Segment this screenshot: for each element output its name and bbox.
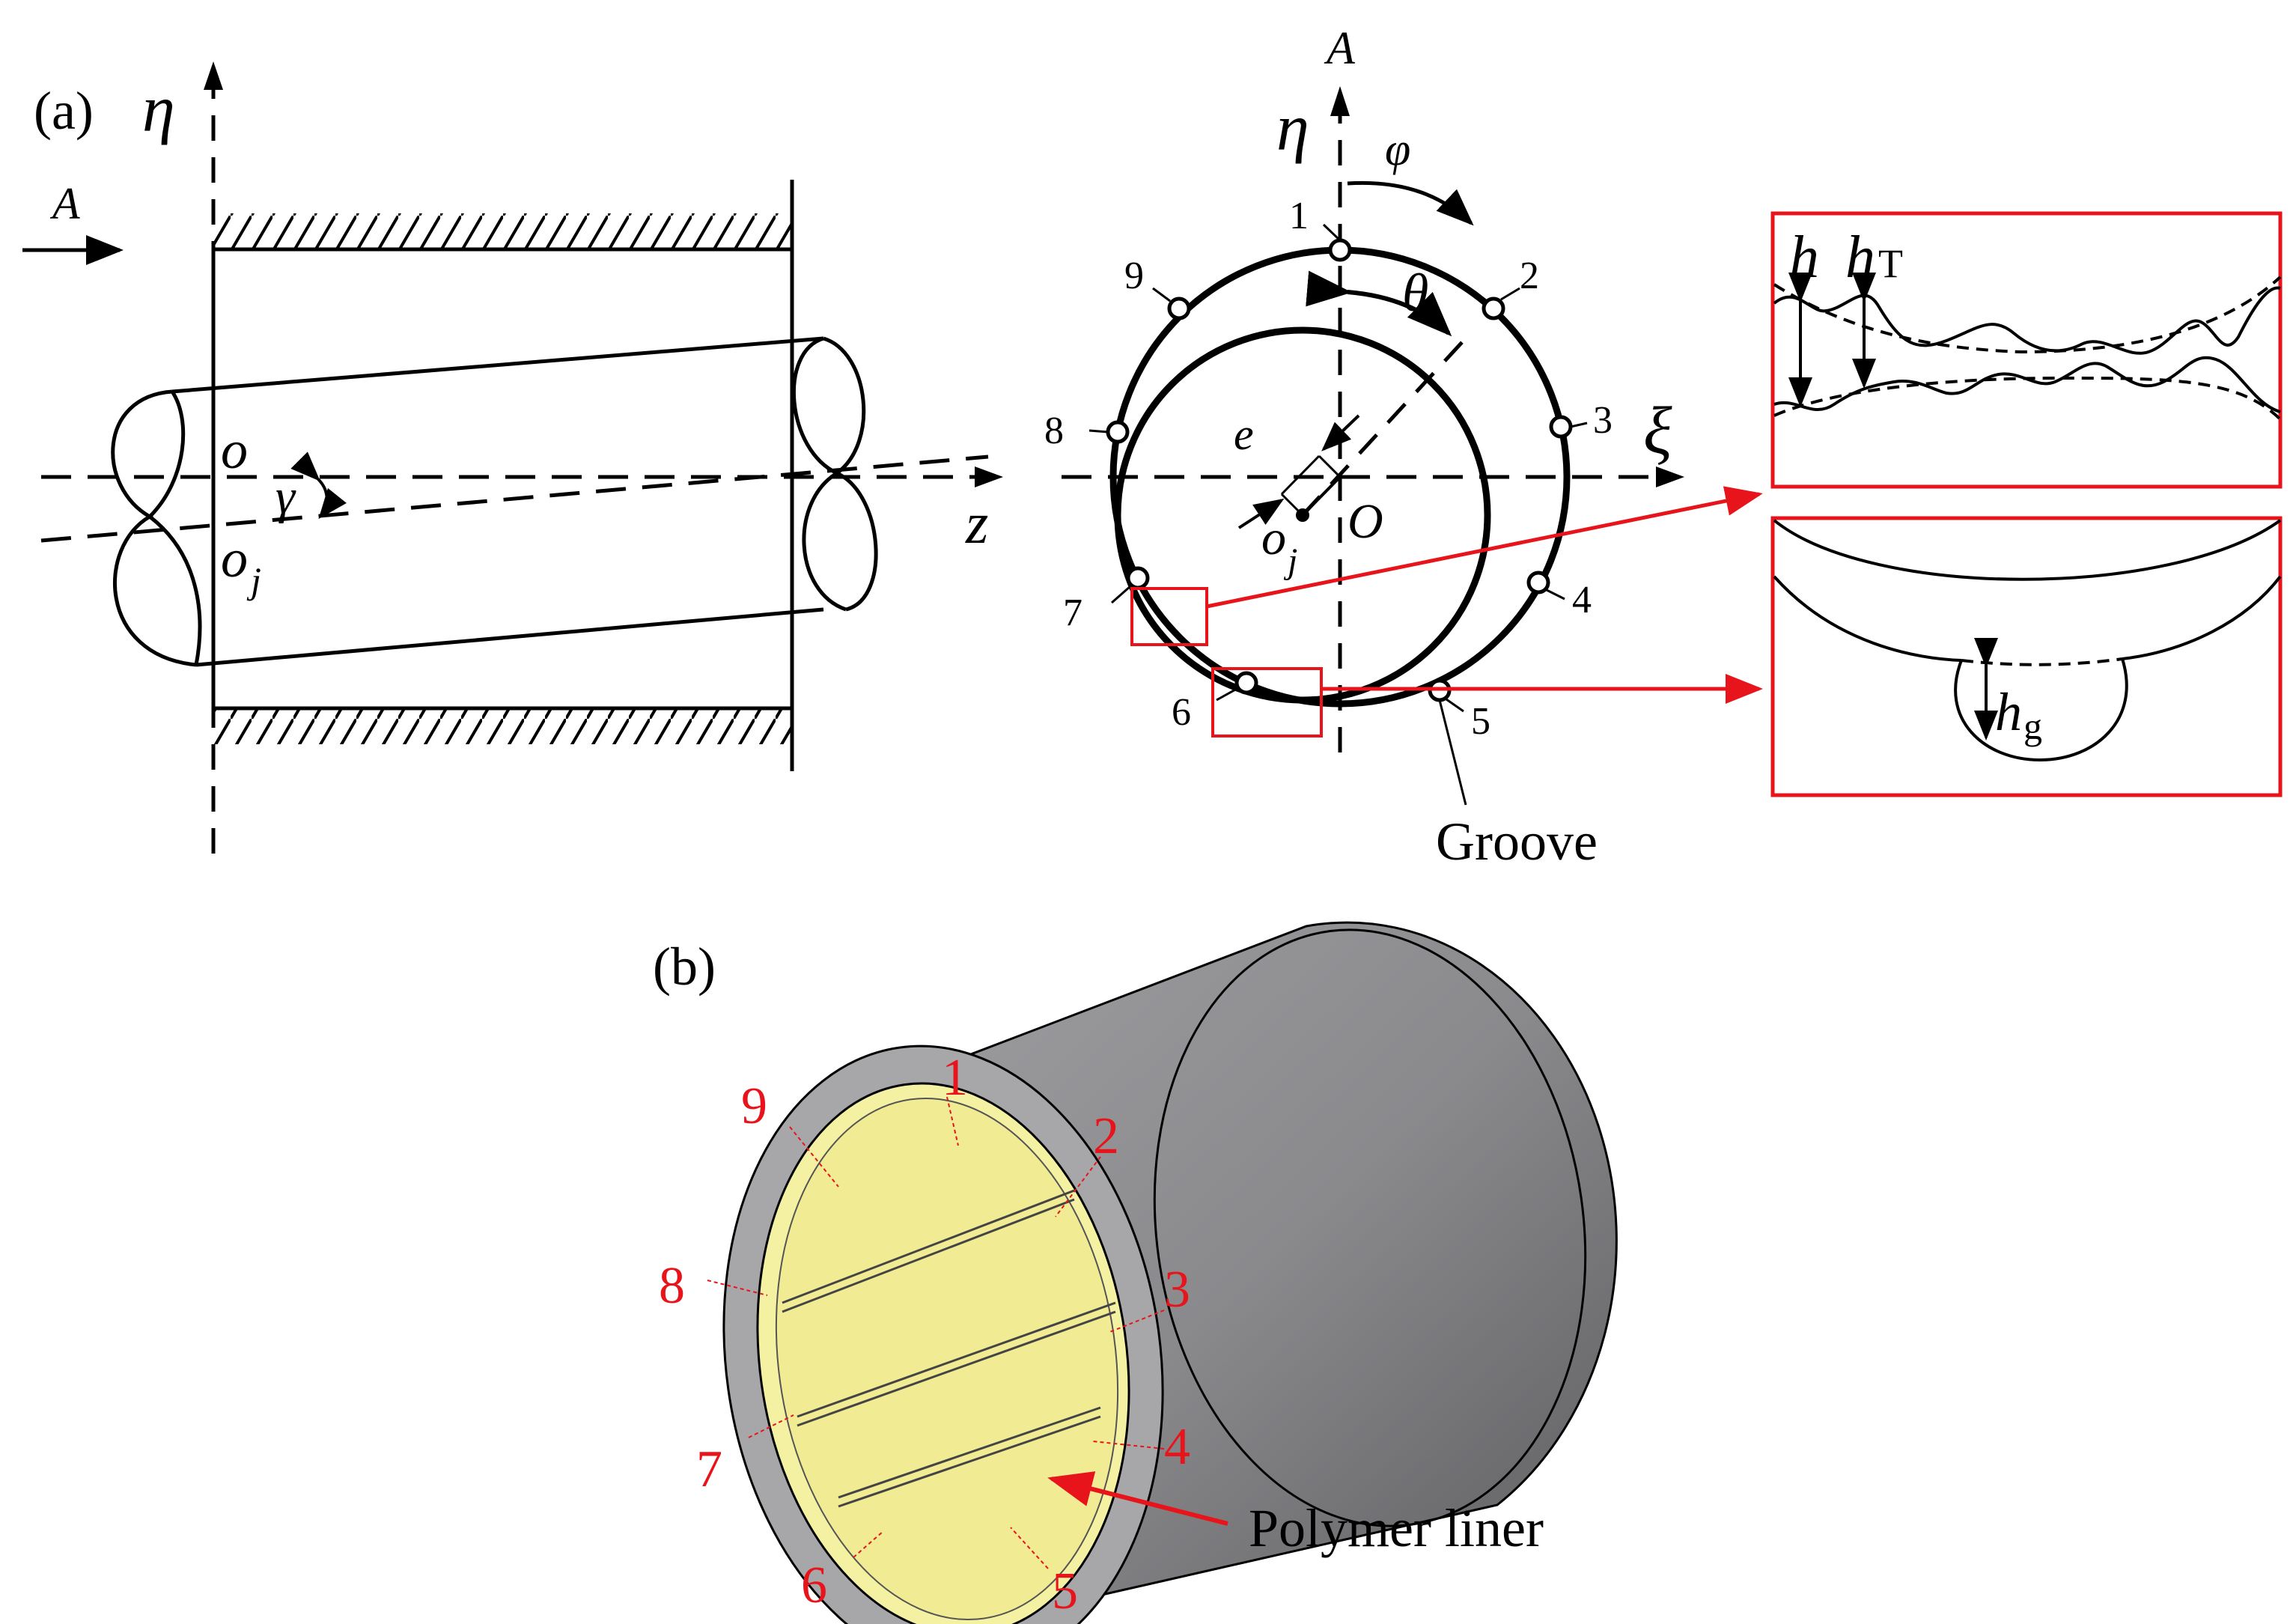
b-groove-number-6: 6: [801, 1557, 827, 1614]
gamma-angle-arrow: [290, 451, 347, 520]
zoom-groove-frame: [1770, 516, 2283, 797]
theta-label: θ: [1402, 263, 1428, 323]
section-xi-label: ξ: [1643, 394, 1672, 468]
groove-number-8: 8: [1044, 410, 1064, 452]
ecc-arrow-1: [1237, 498, 1285, 529]
housing-bottom-hatch: [213, 708, 792, 744]
section-eta-label: η: [1276, 92, 1309, 165]
groove-number-7: 7: [1063, 591, 1082, 634]
groove-number-4: 4: [1572, 579, 1592, 621]
section-xi-arrowhead: [1656, 466, 1684, 487]
groove-9: [1167, 296, 1191, 320]
groove-number-6: 6: [1172, 691, 1191, 734]
zoom-film-box: h hT: [1770, 211, 2283, 489]
callout-box-groove: [1211, 667, 1323, 738]
phi-label: φ: [1385, 124, 1410, 175]
groove-number-9: 9: [1124, 255, 1144, 297]
journal-circle: [1114, 326, 1491, 704]
side-gamma-label: γ: [275, 469, 296, 524]
cross-section: A η ξ φ: [1044, 23, 1763, 872]
b-groove-numbers: 1 2 3 4 5 6 7 8 9: [659, 1049, 1190, 1620]
liner-label-arrow: [1047, 1471, 1228, 1526]
side-view-label-a: A: [49, 179, 80, 228]
eccentricity-line: [1301, 475, 1342, 517]
b-groove-number-3: 3: [1164, 1261, 1190, 1319]
b-groove-number-5: 5: [1052, 1563, 1078, 1620]
shaft-top-edge: [171, 336, 824, 394]
b-groove-number-9: 9: [741, 1077, 767, 1135]
groove-1: [1328, 238, 1352, 262]
zoom-h-label: h: [1789, 225, 1819, 291]
shaft-left-break: [111, 389, 202, 667]
section-eta-arrowhead: [1330, 86, 1350, 116]
shaft-centerline: [40, 454, 989, 543]
bearing-arc-zoom: [1773, 575, 1962, 662]
shaft-right-break: [792, 336, 878, 612]
section-oj-label: oj: [1261, 511, 1297, 581]
groove-7: [1126, 566, 1150, 590]
shaft-bottom-edge: [195, 607, 824, 667]
b-groove-number-2: 2: [1093, 1107, 1119, 1165]
section-view-label-a: A: [1324, 23, 1356, 74]
groove-3: [1549, 415, 1573, 439]
journal-arc-zoom: [1773, 519, 2282, 581]
side-eta-label: η: [142, 73, 175, 146]
bearing-arc-zoom-right: [2122, 575, 2282, 660]
callout-arrow-film: [1206, 486, 1763, 609]
b-groove-number-4: 4: [1164, 1418, 1190, 1476]
b-groove-number-1: 1: [942, 1049, 968, 1107]
panel-b-label: (b): [653, 937, 716, 997]
groove-number-2: 2: [1520, 255, 1539, 297]
housing-top-hatch: [213, 213, 792, 249]
hg-label: hg: [1995, 682, 2042, 747]
zoom-groove-box: hg: [1770, 516, 2283, 797]
side-z-arrowhead: [975, 466, 1003, 487]
groove-4: [1526, 571, 1550, 594]
shell-back-end: [1153, 928, 1587, 1527]
groove-number-1: 1: [1289, 195, 1309, 237]
groove-number-5: 5: [1471, 700, 1490, 743]
side-o-label: o: [221, 420, 248, 480]
bearing-arc-zoom-dashed: [1961, 657, 2123, 666]
groove-2: [1482, 296, 1505, 320]
side-view: (a) η A z o oj γ: [22, 61, 1003, 854]
groove-profile: [1954, 658, 2128, 762]
phi-arrow: [1347, 180, 1474, 226]
groove-number-3: 3: [1593, 399, 1613, 442]
theta-arrow: [1306, 270, 1452, 337]
groove-label: Groove: [1436, 812, 1598, 872]
groove-leaders: [1088, 223, 1588, 806]
b-groove-number-7: 7: [696, 1441, 722, 1498]
callout-box-film: [1130, 587, 1208, 646]
groove-markers: [1106, 238, 1573, 702]
side-eta-arrowhead: [204, 61, 223, 90]
ecc-arrow-2: [1321, 414, 1360, 451]
side-oj-label: oj: [221, 529, 261, 601]
panel-a-label: (a): [34, 81, 94, 141]
eccentricity-ext-3: [1318, 454, 1342, 478]
b-groove-number-8: 8: [659, 1257, 685, 1315]
side-z-label: z: [965, 490, 988, 556]
b-groove-leaders: [707, 1096, 1165, 1569]
mean-surface-upper: [1773, 276, 2282, 354]
liner-grooves: [782, 1189, 1116, 1508]
groove-numbers: 1 2 3 4 5 6 7 8 9: [1044, 195, 1613, 743]
rough-surface-lower: [1773, 356, 2281, 413]
groove-6: [1234, 671, 1258, 695]
groove-8: [1106, 420, 1130, 444]
mean-surface-lower: [1773, 376, 2282, 421]
journal-center-dot: [1296, 508, 1309, 522]
eccentricity-ext-1: [1280, 454, 1321, 496]
section-o-label: O: [1348, 494, 1383, 549]
panel-b: (b) 1: [653, 921, 1618, 1624]
liner-label: Polymer liner: [1249, 1498, 1544, 1558]
eccentricity-label: e: [1234, 410, 1254, 459]
